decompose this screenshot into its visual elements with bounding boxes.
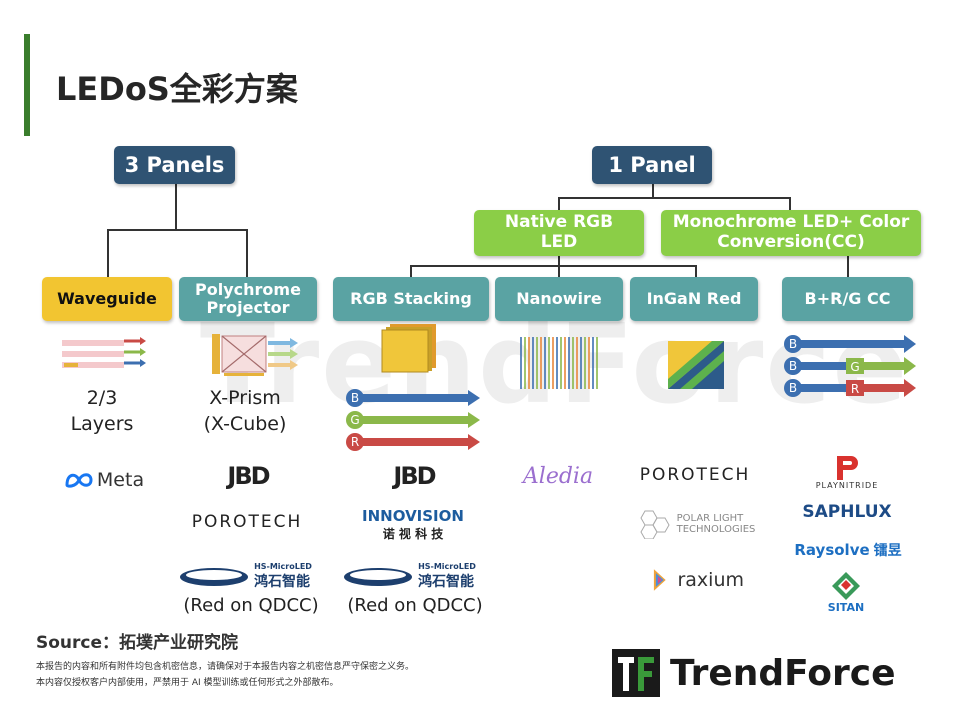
confidential-note-2: 本内容仅授权客户内部使用，严禁用于 AI 模型训练或任何形式之外部散布。 [36, 678, 339, 688]
hs-microled-logo-2: HS-MicroLED 鸿石智能 [334, 561, 484, 591]
jbd-logo-1: JBD [212, 460, 284, 492]
saphlux-logo: SAPHLUX [790, 500, 904, 524]
playnitride-logo: PLAYNITRIDE [800, 452, 894, 492]
cc-arrows: B B B G R [784, 335, 916, 397]
arrow-b-label: B [351, 391, 359, 405]
connector [558, 256, 560, 266]
innovision-text: INNOVISION [362, 506, 464, 525]
meta-infinity-icon [65, 473, 93, 488]
hs-lens-icon [180, 568, 249, 586]
polar-light-logo: POLAR LIGHT TECHNOLOGIES [630, 506, 760, 542]
hs-lens-icon [344, 568, 413, 586]
node-1-panel: 1 Panel [592, 146, 712, 184]
jbd-text: JBD [227, 462, 270, 490]
sitan-icon [832, 571, 860, 600]
cc-r-label: R [851, 382, 859, 396]
connector [107, 229, 109, 277]
connector [558, 197, 560, 210]
connector [695, 265, 697, 277]
innovision-cn-text: 诺 视 科 技 [382, 526, 444, 541]
playnitride-p-icon [837, 455, 858, 480]
node-brg-cc: B+R/G CC [782, 277, 913, 321]
hexagon-icon [640, 510, 670, 539]
porotech-text: POROTECH [639, 465, 751, 485]
cc-b-label-2: B [789, 359, 797, 373]
connector [847, 256, 849, 277]
connector [107, 229, 247, 231]
layers-word: Layers [70, 412, 134, 435]
x-cube-illustration [212, 334, 298, 376]
connector [652, 184, 654, 198]
porotech-text: POROTECH [191, 512, 303, 532]
node-rgb-stacking: RGB Stacking [333, 277, 489, 321]
node-ingan-red: InGaN Red [630, 277, 758, 321]
porotech-logo-1: POROTECH [180, 510, 314, 534]
waveguide-layers-illustration [62, 337, 146, 368]
cc-b-label-3: B [789, 381, 797, 395]
x-cube-text: (X-Cube) [203, 412, 287, 435]
hs-cn-text: 鸿石智能 [254, 573, 311, 590]
sitan-logo: SITAN [818, 566, 874, 618]
node-monochrome-cc: Monochrome LED+ Color Conversion(CC) [661, 210, 921, 256]
trendforce-mark-icon [612, 649, 660, 697]
raysolve-text: Raysolve [794, 541, 870, 559]
arrow-g-label: G [350, 413, 359, 427]
page-title: LEDoS全彩方案 [56, 70, 298, 108]
porotech-logo-2: POROTECH [628, 463, 762, 487]
meta-logo: Meta [54, 466, 154, 494]
node-nanowire: Nanowire [495, 277, 623, 321]
saphlux-text: SAPHLUX [802, 502, 892, 522]
trendforce-logo: TrendForce [612, 646, 932, 700]
cc-b-label-1: B [789, 337, 797, 351]
hs-top-text: HS-MicroLED [418, 561, 476, 571]
raxium-text: raxium [677, 569, 744, 591]
polar-light-text-1: POLAR LIGHT [676, 513, 744, 524]
connector [789, 197, 791, 210]
x-prism-label: X-Prism (X-Cube) [190, 386, 300, 437]
playnitride-text: PLAYNITRIDE [815, 480, 879, 490]
node-waveguide: Waveguide [42, 277, 172, 321]
connector [246, 229, 248, 277]
raxium-logo: raxium [650, 562, 744, 598]
hs-top-text: HS-MicroLED [254, 561, 312, 571]
x-prism-text: X-Prism [209, 387, 281, 409]
red-on-qdcc-label-1: (Red on QDCC) [183, 595, 319, 616]
aledia-text: Aledia [522, 463, 594, 489]
polar-light-text-2: TECHNOLOGIES [676, 524, 756, 535]
raysolve-cn-text: 镭昱 [873, 543, 902, 559]
trendforce-text: TrendForce [670, 652, 896, 694]
raysolve-logo: Raysolve 镭昱 [782, 538, 914, 562]
arrow-r-label: R [351, 435, 359, 449]
layers-number: 2/3 [86, 387, 118, 409]
red-on-qdcc-label-2: (Red on QDCC) [347, 595, 483, 616]
connector [175, 184, 177, 230]
confidential-note-1: 本报告的内容和所有附件均包含机密信息，请确保对于本报告内容之机密信息严守保密之义… [36, 662, 415, 672]
meta-text: Meta [96, 469, 145, 491]
node-polychrome-projector: Polychrome Projector [179, 277, 317, 321]
rgb-stacking-arrows: B G R [346, 389, 480, 451]
sitan-text: SITAN [827, 600, 865, 614]
connector [410, 265, 696, 267]
nanowire-illustration [520, 337, 598, 389]
hs-microled-logo-1: HS-MicroLED 鸿石智能 [170, 561, 320, 591]
layers-label: 2/3 Layers [52, 386, 152, 437]
node-3-panels: 3 Panels [114, 146, 235, 184]
connector [410, 265, 412, 277]
source-text: Source：拓墣产业研究院 [36, 633, 239, 653]
aledia-logo: Aledia [512, 460, 604, 492]
node-native-rgb: Native RGB LED [474, 210, 644, 256]
hs-cn-text: 鸿石智能 [418, 573, 475, 590]
jbd-logo-2: JBD [378, 460, 450, 492]
rgb-stacking-cube [381, 324, 436, 373]
title-accent-bar [24, 34, 30, 136]
connector [558, 197, 790, 199]
ingan-red-illustration [668, 341, 724, 389]
raxium-icon [653, 569, 666, 591]
jbd-text: JBD [393, 462, 436, 490]
cc-g-label: G [850, 360, 859, 374]
innovision-logo: INNOVISION 诺 视 科 技 [350, 506, 476, 542]
connector [558, 265, 560, 277]
